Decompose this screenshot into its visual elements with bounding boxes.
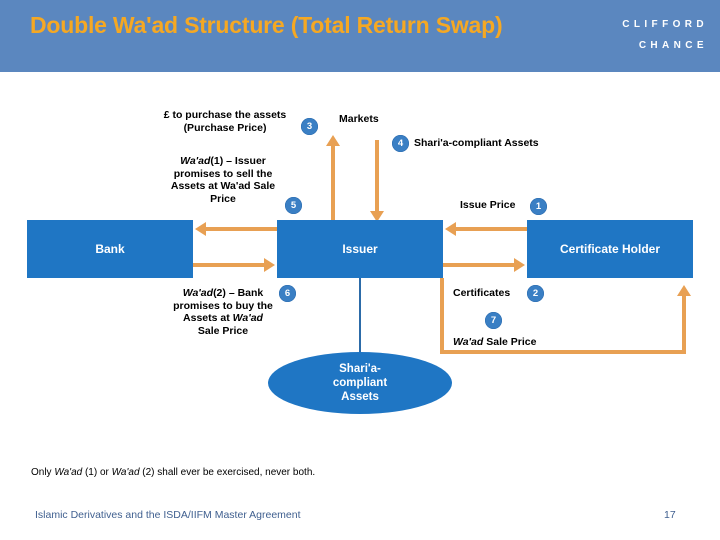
- node-sharia-compliant-assets[interactable]: Shari'a- compliant Assets: [268, 352, 452, 414]
- step-badge-4[interactable]: 4: [392, 135, 409, 152]
- arrow-shaft-elbow-left: [440, 278, 444, 354]
- label-purchase-price-line1: £ to purchase the assets: [163, 109, 287, 121]
- label-purchase-price: £ to purchase the assets (Purchase Price…: [146, 109, 304, 134]
- label-waad-1-line5: Price: [210, 192, 236, 205]
- arrow-shaft-issuer-to-holder: [443, 263, 515, 267]
- node-certificate-holder[interactable]: Certificate Holder: [527, 220, 693, 278]
- header-band: [0, 0, 720, 72]
- label-certificates: Certificates: [453, 287, 511, 299]
- label-waad-2: Wa'ad(2) – Bank promises to buy the Asse…: [158, 287, 288, 337]
- label-waad-sale-price-rest: Sale Price: [483, 336, 537, 348]
- step-badge-6[interactable]: 6: [279, 285, 296, 302]
- arrow-head-holder-to-issuer: [445, 222, 456, 236]
- arrow-shaft-elbow-right: [682, 296, 686, 354]
- step-badge-7[interactable]: 7: [485, 312, 502, 329]
- label-waad-2-line4: Assets at: [183, 312, 230, 324]
- clifford-chance-logo: CLIFFORD CHANCE: [622, 14, 708, 56]
- arrow-head-markets-up: [326, 135, 340, 146]
- footnote-prefix: Only: [31, 467, 55, 478]
- step-badge-5[interactable]: 5: [285, 197, 302, 214]
- label-waad-1-line2: (1) – Issuer: [210, 155, 266, 167]
- label-waad-1-term: Wa'ad: [180, 155, 211, 167]
- ellipse-line-2: compliant: [332, 377, 388, 389]
- step-badge-3[interactable]: 3: [301, 118, 318, 135]
- connector-issuer-to-assets: [359, 278, 361, 356]
- logo-line-2: CHANCE: [638, 40, 708, 51]
- label-waad-2-term2: Wa'ad: [232, 312, 263, 324]
- label-waad-2-line3: promises to buy the: [173, 299, 273, 312]
- node-bank-label: Bank: [95, 242, 125, 256]
- arrow-shaft-markets-down: [375, 140, 379, 212]
- label-sharia-compliant-assets: Shari'a-compliant Assets: [414, 137, 539, 149]
- label-waad-2-term: Wa'ad: [182, 287, 214, 299]
- footnote-waad-2: Wa'ad: [111, 467, 140, 478]
- arrow-shaft-issuer-to-bank: [206, 227, 278, 231]
- label-waad-2-line2: (2) – Bank: [213, 287, 264, 299]
- footnote-waad-1: Wa'ad: [54, 467, 83, 478]
- label-waad-1-line4: Assets at Wa'ad Sale: [170, 180, 276, 192]
- ellipse-line-3: Assets: [341, 391, 379, 403]
- node-bank[interactable]: Bank: [27, 220, 193, 278]
- node-issuer[interactable]: Issuer: [277, 220, 443, 278]
- arrow-head-bank-to-issuer: [264, 258, 275, 272]
- label-waad-sale-price-term: Wa'ad: [453, 336, 484, 348]
- arrow-shaft-bank-to-issuer: [193, 263, 265, 267]
- label-waad-sale-price: Wa'ad Sale Price: [453, 336, 536, 349]
- label-waad-1-line3: promises to sell the: [173, 167, 273, 180]
- footer-page-number: 17: [664, 509, 676, 521]
- footer-title: Islamic Derivatives and the ISDA/IIFM Ma…: [35, 509, 301, 521]
- label-markets: Markets: [339, 113, 379, 125]
- label-purchase-price-line2: (Purchase Price): [183, 121, 267, 134]
- footnote-suffix: (2) shall ever be exercised, never both.: [139, 467, 316, 478]
- page-title: Double Wa'ad Structure (Total Return Swa…: [30, 12, 503, 38]
- arrow-shaft-elbow-bottom: [440, 350, 686, 354]
- node-certificate-holder-label: Certificate Holder: [559, 242, 661, 256]
- footnote: Only Wa'ad (1) or Wa'ad (2) shall ever b…: [31, 467, 315, 478]
- step-badge-1[interactable]: 1: [530, 198, 547, 215]
- step-badge-2[interactable]: 2: [527, 285, 544, 302]
- arrow-head-elbow-up: [677, 285, 691, 296]
- label-waad-2-line6: Sale Price: [197, 324, 249, 337]
- arrow-shaft-holder-to-issuer: [456, 227, 528, 231]
- node-issuer-label: Issuer: [342, 242, 378, 256]
- ellipse-line-1: Shari'a-: [339, 363, 381, 375]
- label-issue-price: Issue Price: [460, 199, 516, 211]
- arrow-shaft-markets-up: [331, 146, 335, 222]
- label-waad-1: Wa'ad(1) – Issuer promises to sell the A…: [158, 155, 288, 205]
- footnote-mid: (1) or: [82, 467, 112, 478]
- arrow-head-issuer-to-holder: [514, 258, 525, 272]
- arrow-head-markets-down: [370, 211, 384, 222]
- arrow-head-issuer-to-bank: [195, 222, 206, 236]
- logo-line-1: CLIFFORD: [622, 19, 708, 30]
